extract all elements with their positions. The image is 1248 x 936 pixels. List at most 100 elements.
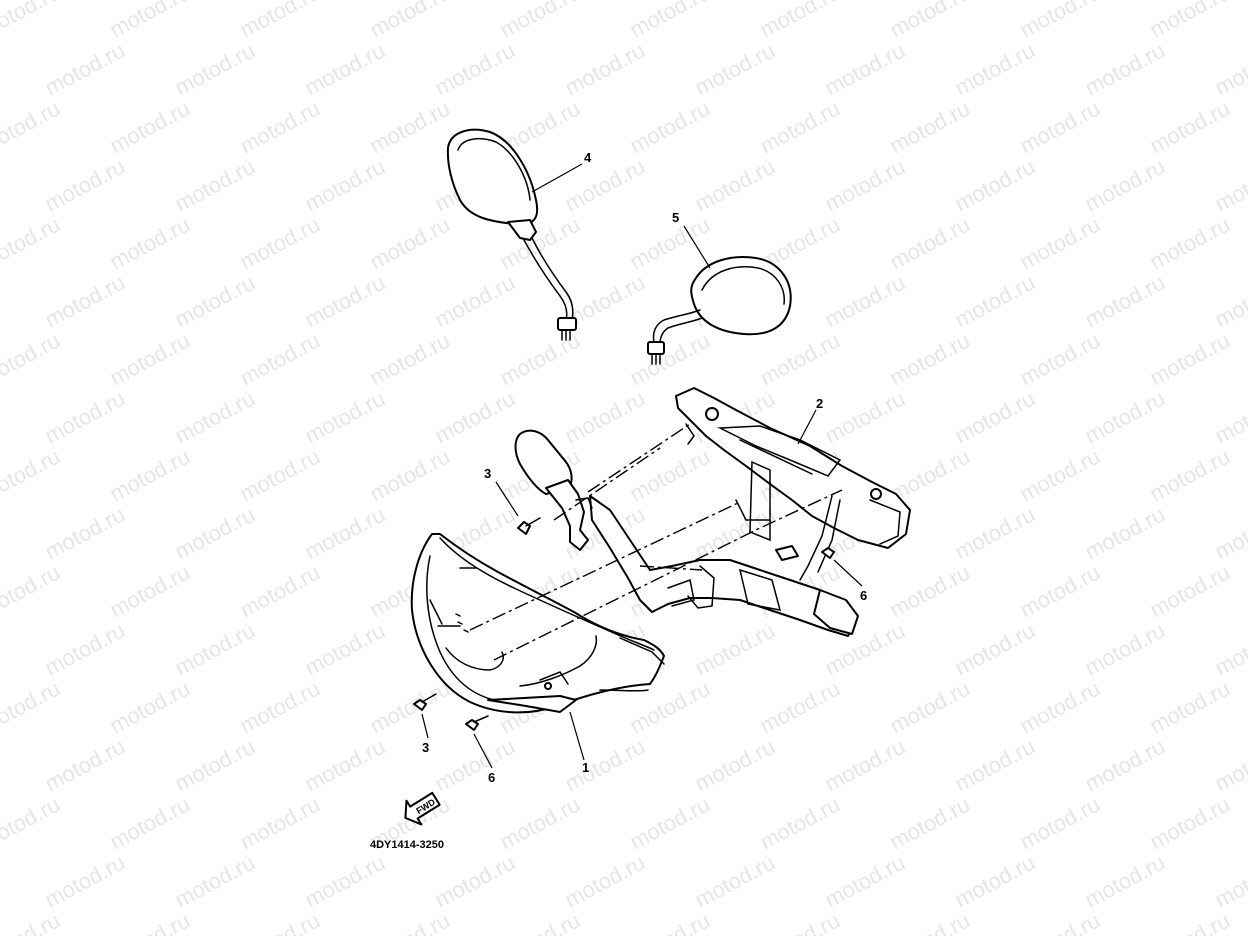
watermark-text: motod.ru xyxy=(756,908,844,936)
watermark-text: motod.ru xyxy=(821,154,909,217)
callout-6-right: 6 xyxy=(860,588,867,603)
watermark-text: motod.ru xyxy=(756,792,844,855)
watermark-text: motod.ru xyxy=(951,270,1039,333)
watermark-text: motod.ru xyxy=(1146,560,1234,623)
watermark-text: motod.ru xyxy=(431,38,519,101)
watermark-text: motod.ru xyxy=(756,0,844,42)
callout-3-lower: 3 xyxy=(422,740,429,755)
watermark-text: motod.ru xyxy=(1016,560,1104,623)
watermark-text: motod.ru xyxy=(171,270,259,333)
watermark-text: motod.ru xyxy=(236,444,324,507)
fasteners xyxy=(413,517,835,731)
watermark-text: motod.ru xyxy=(626,328,714,391)
watermark-text: motod.ru xyxy=(496,0,584,42)
left-mirror xyxy=(446,128,577,341)
watermark-text: motod.ru xyxy=(561,850,649,913)
watermark-text: motod.ru xyxy=(821,734,909,797)
watermark-text: motod.ru xyxy=(561,154,649,217)
watermark-text: motod.ru xyxy=(366,908,454,936)
watermark-text: motod.ru xyxy=(106,560,194,623)
watermark-text: motod.ru xyxy=(691,850,779,913)
watermark-text: motod.ru xyxy=(41,270,129,333)
watermark-text: motod.ru xyxy=(561,734,649,797)
watermark-text: motod.ru xyxy=(1016,908,1104,936)
watermark-text: motod.ru xyxy=(1016,444,1104,507)
watermark-text: motod.ru xyxy=(951,618,1039,681)
watermark-text: motod.ru xyxy=(1211,38,1248,101)
watermark-text: motod.ru xyxy=(366,96,454,159)
watermark-text: motod.ru xyxy=(236,0,324,42)
watermark-text: motod.ru xyxy=(106,792,194,855)
watermark-text: motod.ru xyxy=(236,676,324,739)
watermark-text: motod.ru xyxy=(171,502,259,565)
watermark-text: motod.ru xyxy=(41,850,129,913)
watermark-text: motod.ru xyxy=(431,270,519,333)
watermark-text: motod.ru xyxy=(691,734,779,797)
drawing-code: 4DY1414-3250 xyxy=(370,839,444,851)
watermark-text: motod.ru xyxy=(1016,212,1104,275)
watermark-text: motod.ru xyxy=(1211,850,1248,913)
watermark-text: motod.ru xyxy=(301,38,389,101)
watermark-text: motod.ru xyxy=(1146,444,1234,507)
callout-1: 1 xyxy=(582,760,589,775)
watermark-text: motod.ru xyxy=(366,212,454,275)
watermark-text: motod.ru xyxy=(626,908,714,936)
watermark-text: motod.ru xyxy=(106,0,194,42)
callout-5: 5 xyxy=(672,210,679,225)
watermark-text: motod.ru xyxy=(1081,386,1169,449)
callout-2: 2 xyxy=(816,396,823,411)
watermark-text: motod.ru xyxy=(561,38,649,101)
watermark-text: motod.ru xyxy=(1081,154,1169,217)
watermark-text: motod.ru xyxy=(691,38,779,101)
watermark-text: motod.ru xyxy=(0,0,64,42)
watermark-text: motod.ru xyxy=(496,792,584,855)
watermark-text: motod.ru xyxy=(301,850,389,913)
watermark-text: motod.ru xyxy=(0,444,64,507)
watermark-text: motod.ru xyxy=(951,154,1039,217)
watermark-text: motod.ru xyxy=(366,328,454,391)
watermark-text: motod.ru xyxy=(0,792,64,855)
watermark-text: motod.ru xyxy=(236,908,324,936)
watermark-text: motod.ru xyxy=(756,676,844,739)
watermark-text: motod.ru xyxy=(301,502,389,565)
watermark-text: motod.ru xyxy=(1016,328,1104,391)
watermark-text: motod.ru xyxy=(951,734,1039,797)
watermark-text: motod.ru xyxy=(1016,676,1104,739)
watermark-text: motod.ru xyxy=(0,676,64,739)
watermark-text: motod.ru xyxy=(301,270,389,333)
watermark-text: motod.ru xyxy=(821,270,909,333)
watermark-text: motod.ru xyxy=(1016,96,1104,159)
watermark-text: motod.ru xyxy=(1146,792,1234,855)
callout-labels: 4 5 2 3 3 6 1 6 xyxy=(422,150,867,785)
watermark-text: motod.ru xyxy=(1211,270,1248,333)
watermark-text: motod.ru xyxy=(0,908,64,936)
watermark-text: motod.ru xyxy=(756,328,844,391)
watermark-text: motod.ru xyxy=(236,328,324,391)
watermark-text: motod.ru xyxy=(171,618,259,681)
watermark-text: motod.ru xyxy=(626,212,714,275)
watermark-text: motod.ru xyxy=(1211,618,1248,681)
assembly-lines xyxy=(469,423,843,661)
watermark-text: motod.ru xyxy=(366,444,454,507)
watermark-text: motod.ru xyxy=(1081,502,1169,565)
watermark-text: motod.ru xyxy=(626,96,714,159)
watermark-text: motod.ru xyxy=(41,38,129,101)
rear-handlebar-cover xyxy=(675,387,911,581)
watermark-text: motod.ru xyxy=(0,328,64,391)
right-mirror xyxy=(647,256,792,365)
watermark-text: motod.ru xyxy=(951,386,1039,449)
watermark-text: motod.ru xyxy=(1146,96,1234,159)
watermark-text: motod.ru xyxy=(0,212,64,275)
watermark-text: motod.ru xyxy=(951,850,1039,913)
callout-4: 4 xyxy=(584,150,592,165)
watermark-text: motod.ru xyxy=(171,386,259,449)
callout-6-lower: 6 xyxy=(488,770,495,785)
watermark-text: motod.ru xyxy=(756,96,844,159)
watermark-text: motod.ru xyxy=(301,734,389,797)
watermark-text: motod.ru xyxy=(691,502,779,565)
watermark-text: motod.ru xyxy=(951,502,1039,565)
watermark-text: motod.ru xyxy=(1211,386,1248,449)
handlebar-assembly xyxy=(514,429,859,637)
